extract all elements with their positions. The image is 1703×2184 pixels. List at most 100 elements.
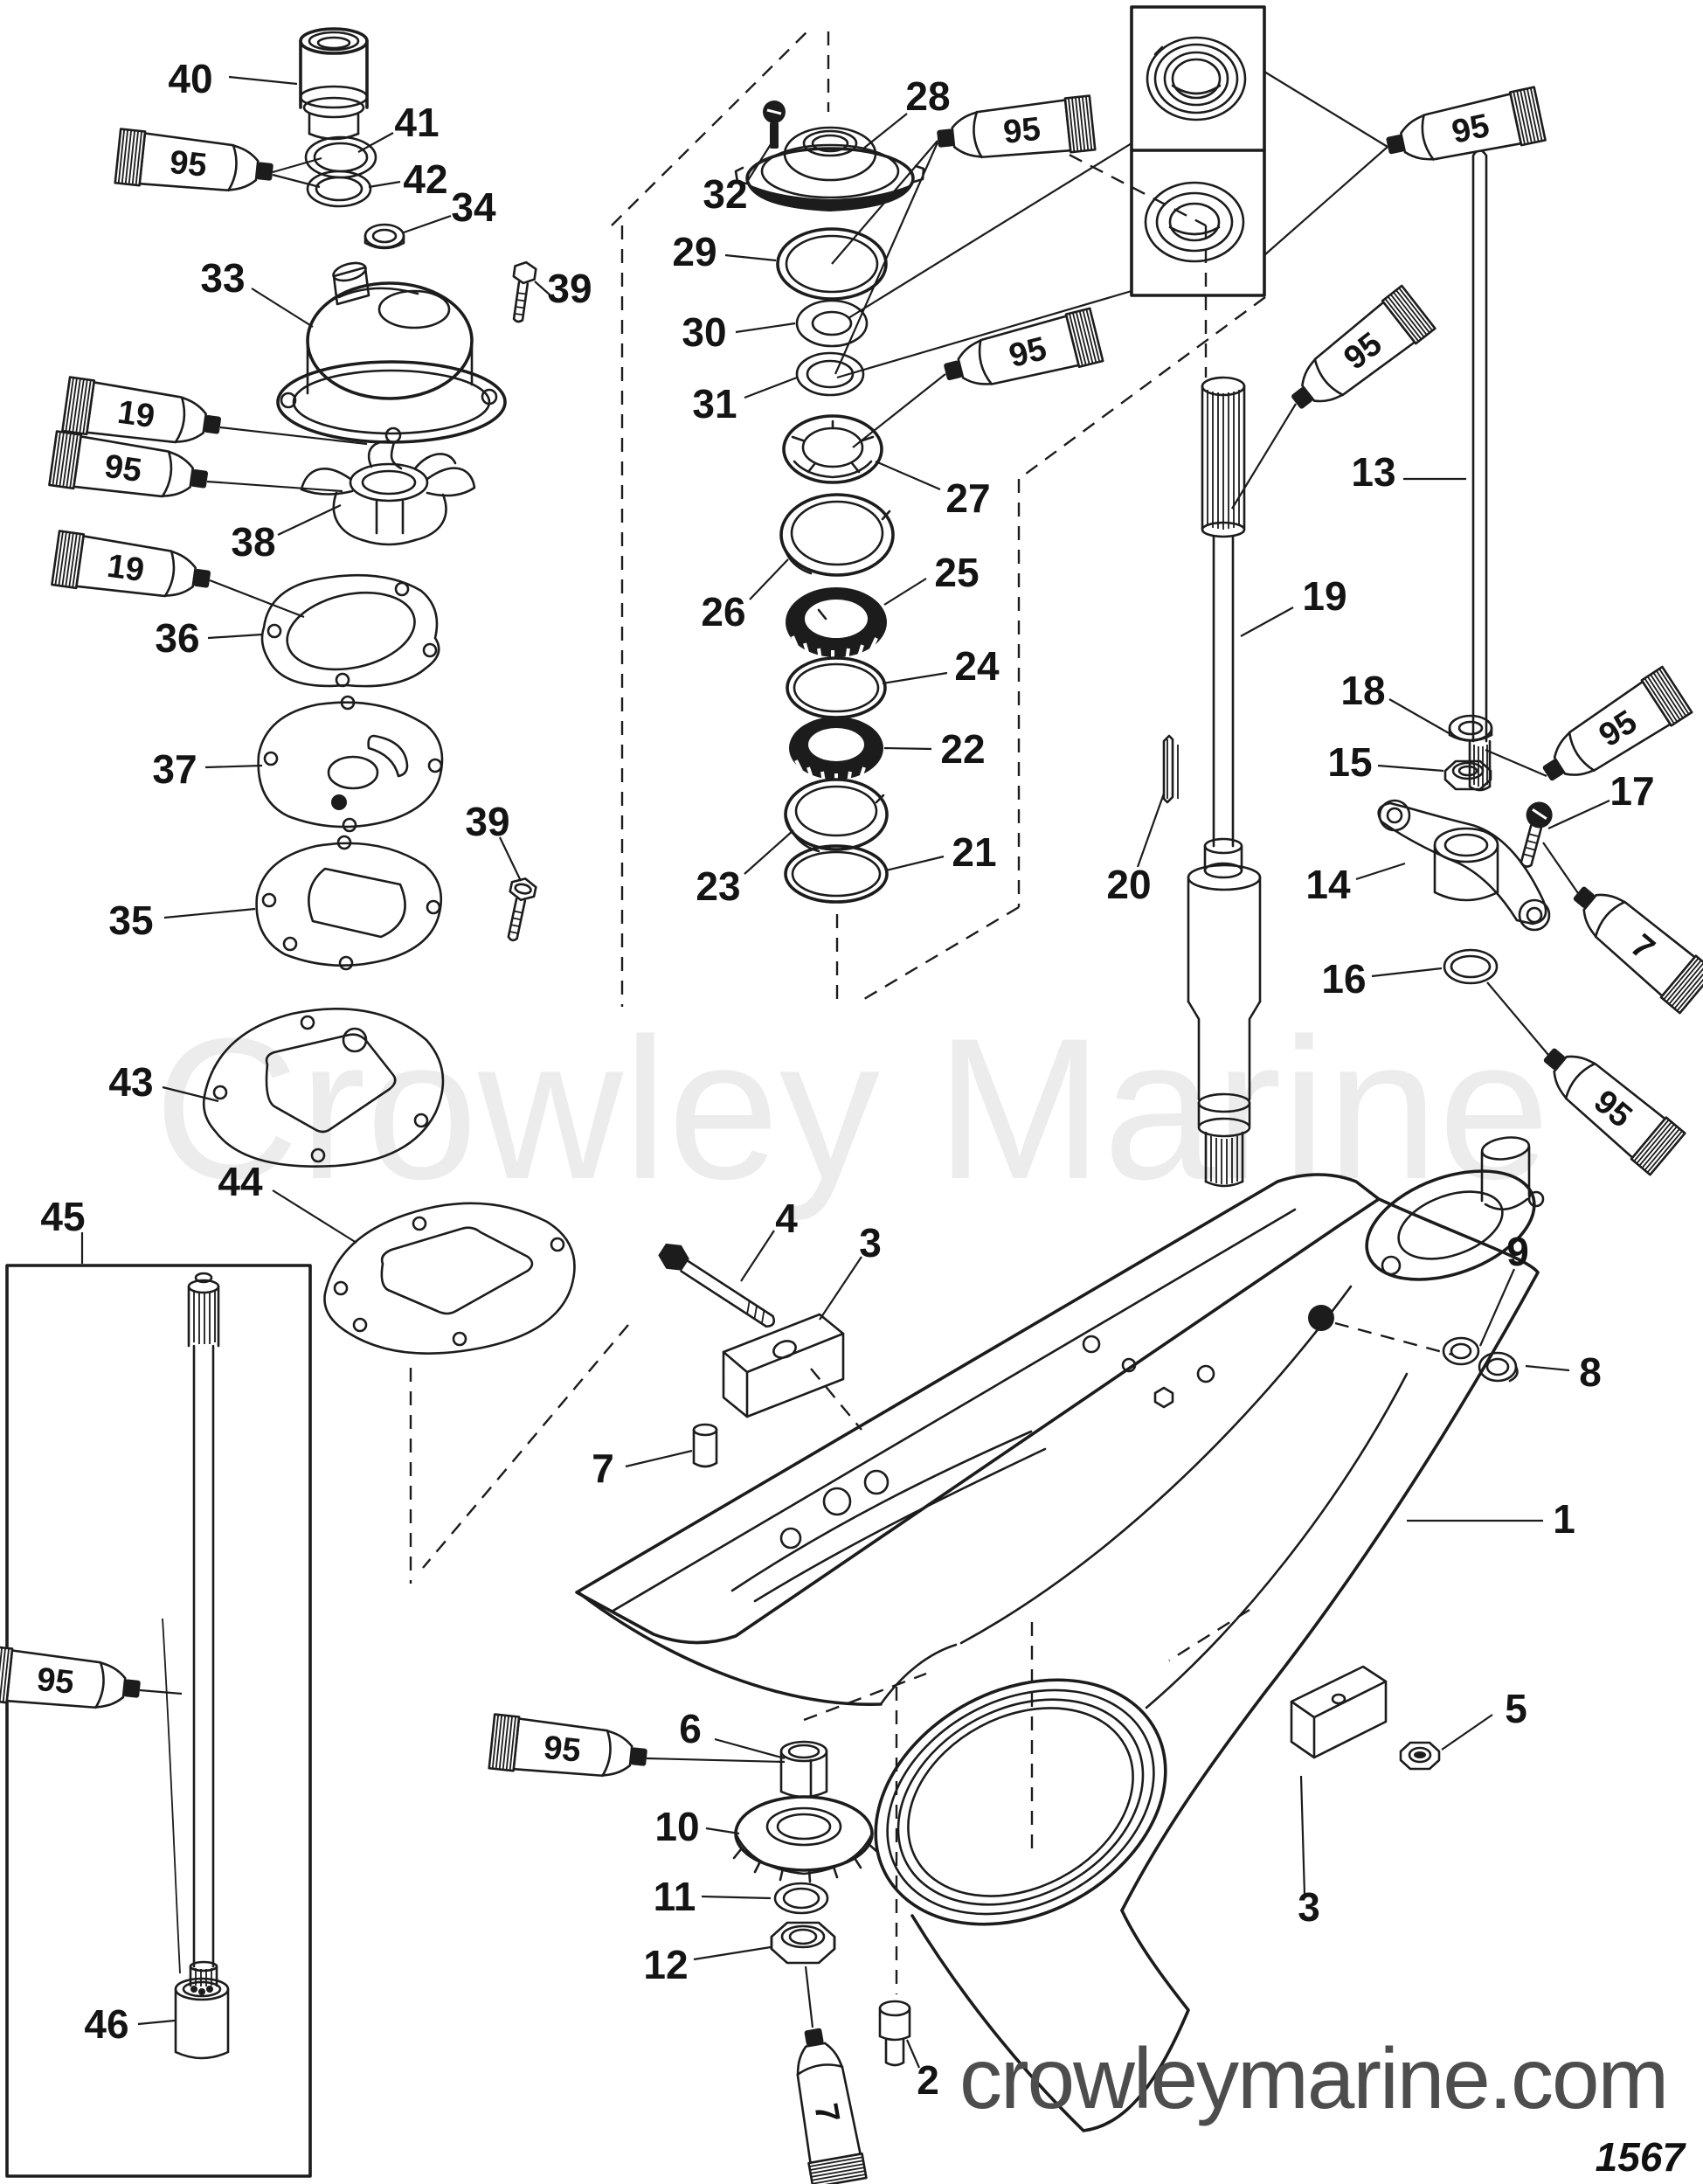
tube-7-right: 7 [1573, 886, 1703, 1015]
part-19-driveshaft [1187, 376, 1262, 1188]
callout-27: 27 [945, 475, 990, 521]
part-10-pinion-gear [732, 1795, 878, 1883]
part-44-gasket [323, 1202, 576, 1355]
callout-33: 33 [200, 255, 245, 301]
part-21-oring [784, 844, 889, 904]
site-watermark: crowleymarine.com [959, 2030, 1667, 2126]
tube-95-left2: 95 [48, 430, 209, 498]
callout-3-lower: 3 [1298, 1884, 1320, 1930]
callout-21: 21 [952, 829, 996, 875]
seal-box-leaders [836, 142, 1132, 379]
brand-watermark: Crowley Marine [154, 996, 1550, 1221]
part-34-nut [363, 223, 405, 250]
bearing-carrier-stack [734, 101, 925, 904]
callout-38: 38 [231, 519, 275, 565]
callout-42: 42 [403, 156, 447, 202]
leader-lines-layer [80, 71, 1610, 2069]
tube-95-box45: 95 [0, 1645, 141, 1709]
part-46-coupler [174, 1977, 230, 2060]
callout-45: 45 [40, 1194, 85, 1239]
part-29-oring [776, 227, 888, 301]
tube-19-lower: 19 [51, 530, 211, 598]
tube-95-sealbox-label: 95 [1449, 107, 1492, 151]
callout-1: 1 [1553, 1496, 1575, 1542]
part-12-pinion-nut [770, 1921, 836, 1965]
tube-19-upper: 19 [61, 376, 222, 444]
tube-95-box45-label: 95 [35, 1661, 75, 1702]
tube-95-driveshaft: 95 [1291, 284, 1436, 409]
callout-22: 22 [940, 726, 985, 772]
callout-17: 17 [1610, 768, 1654, 814]
part-40-water-tube-coupler [299, 27, 369, 141]
callout-43: 43 [108, 1059, 153, 1105]
tube-19-upper-label: 19 [115, 394, 157, 435]
assembly-axis-lines [409, 25, 1453, 1994]
tube-95-stack-top: 95 [937, 94, 1097, 159]
tube-95-right3: 95 [1542, 665, 1693, 781]
callout-40: 40 [168, 56, 212, 101]
part-3-anode-lower [1290, 1665, 1388, 1759]
callout-39-top: 39 [547, 266, 592, 311]
callout-41: 41 [394, 100, 439, 145]
part-25-tapered-bearing [786, 587, 887, 662]
callout-44: 44 [218, 1159, 263, 1204]
shift-shaft-parts [1162, 149, 1553, 1188]
part-27-tab-washer [782, 414, 883, 484]
callout-5: 5 [1505, 1686, 1527, 1731]
part-42-seal-ring [306, 170, 372, 208]
tube-19-lower-label: 19 [105, 548, 147, 589]
driveshaft-option-box [5, 1264, 312, 2178]
part-11-washer [773, 1882, 829, 1915]
tube-95-topleft-label: 95 [168, 144, 208, 184]
tube-7-bottom: 7 [796, 2028, 868, 2184]
callout-24: 24 [954, 643, 1000, 689]
callout-2: 2 [917, 2057, 939, 2103]
figure-number: 1567 [1596, 2134, 1687, 2180]
callout-46: 46 [84, 2001, 128, 2047]
callout-25: 25 [934, 550, 979, 595]
callout-19-shaft: 19 [1302, 573, 1346, 619]
part-2-stud [878, 2000, 911, 2067]
part-9-washer [1442, 1336, 1480, 1366]
part-24-oring [786, 656, 887, 719]
callout-10: 10 [654, 1804, 699, 1849]
callout-39-mid: 39 [465, 799, 509, 844]
part-43-gasket [202, 1008, 445, 1168]
part-39-bolt-mid [507, 877, 537, 942]
part-seal-lower [1144, 181, 1245, 263]
part-seal-upper [1146, 36, 1247, 121]
tube-95-bottom: 95 [488, 1713, 647, 1778]
part-45-driveshaft-long [162, 1272, 220, 1987]
part-18-washer [1448, 714, 1493, 742]
tube-95-left2-label: 95 [102, 448, 144, 489]
part-7-dowel-pin [692, 1423, 718, 1468]
callout-8: 8 [1579, 1349, 1602, 1395]
part-33-water-pump-housing [276, 261, 507, 444]
callout-4: 4 [775, 1196, 798, 1241]
callout-20: 20 [1106, 862, 1151, 907]
callout-34: 34 [451, 184, 496, 230]
part-38-impeller [300, 440, 476, 546]
part-37-face-plate [257, 695, 444, 833]
callout-29: 29 [672, 229, 717, 274]
seal-detail-box [1130, 5, 1266, 297]
part-8-drain-plug [1478, 1351, 1519, 1383]
tube-95-bottom-label: 95 [542, 1730, 582, 1770]
callout-35: 35 [108, 898, 153, 943]
tube-95-right4: 95 [1543, 1048, 1686, 1176]
part-15-nut [1443, 759, 1492, 791]
callout-13: 13 [1351, 449, 1395, 495]
part-22-tapered-bearing-lower [789, 717, 883, 784]
part-36-gasket [260, 573, 440, 688]
part-26-bearing-race-upper [779, 493, 895, 577]
part-17-bolt [1520, 801, 1553, 868]
part-14-shift-cam-bracket [1377, 799, 1551, 932]
callout-23: 23 [696, 863, 740, 909]
callout-18: 18 [1340, 668, 1385, 713]
part-20-retainer-clip [1162, 734, 1179, 804]
callout-9: 9 [1506, 1229, 1529, 1274]
part-4-bolt [658, 1243, 776, 1328]
